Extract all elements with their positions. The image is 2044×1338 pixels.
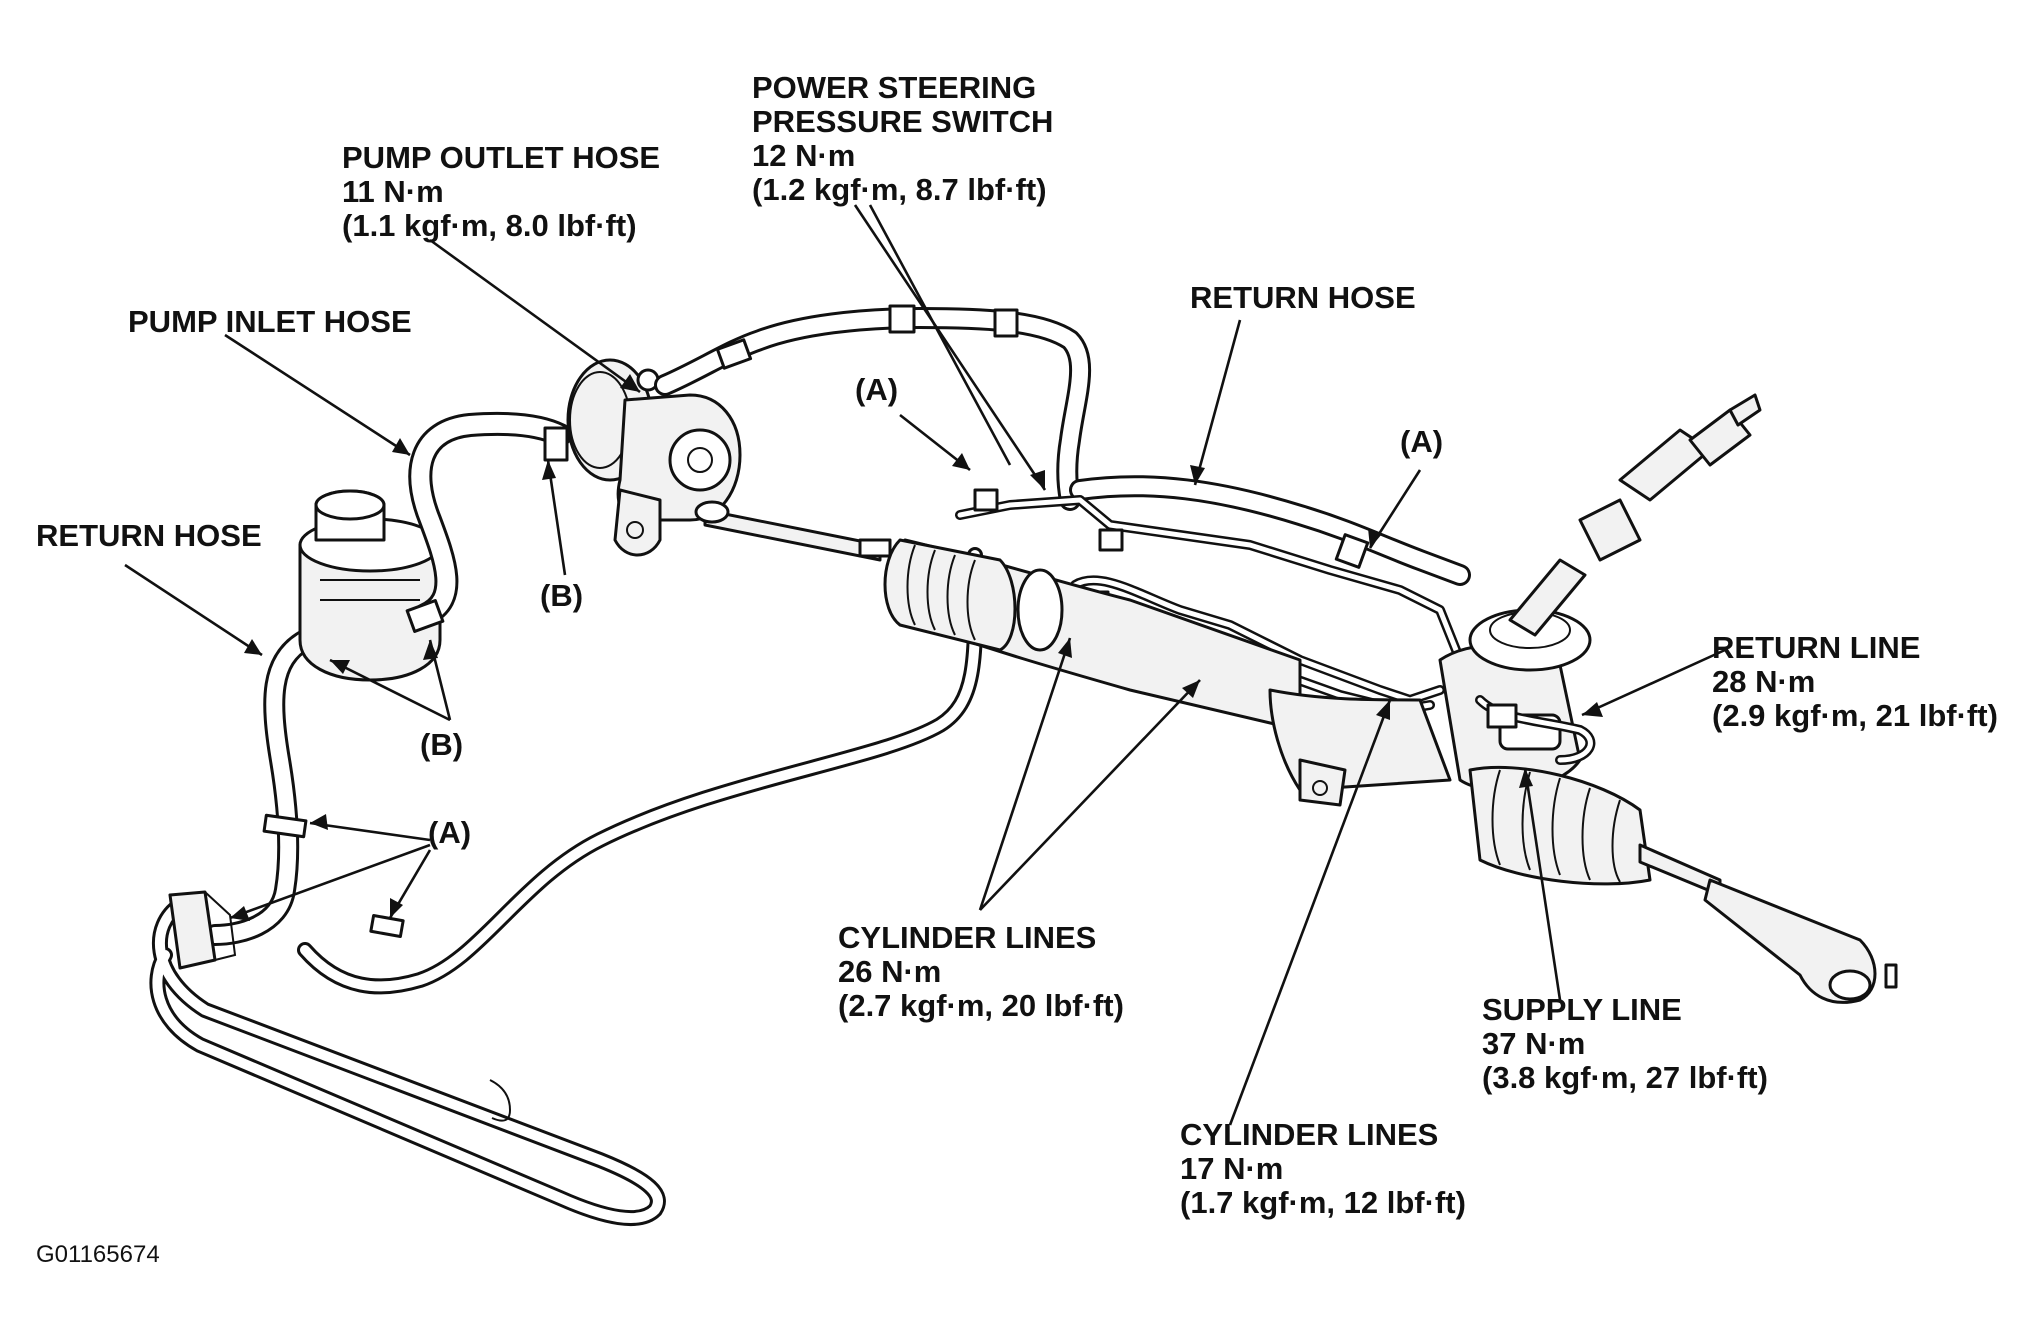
label-cylinder-lines-17: CYLINDER LINES 17 N·m (1.7 kgf·m, 12 lbf… [1180, 1117, 1466, 1220]
return-line-title: RETURN LINE [1712, 630, 1920, 665]
return-line-torque: 28 N·m [1712, 664, 1815, 699]
cylinder-lines-17-torque: 17 N·m [1180, 1151, 1283, 1186]
label-pump-inlet-hose: PUMP INLET HOSE [128, 304, 412, 339]
label-return-line: RETURN LINE 28 N·m (2.9 kgf·m, 21 lbf·ft… [1712, 630, 1998, 733]
ps-switch-title-2: PRESSURE SWITCH [752, 104, 1053, 139]
pump-outlet-hose-detail: (1.1 kgf·m, 8.0 lbf·ft) [342, 208, 637, 243]
label-pump-outlet-hose: PUMP OUTLET HOSE 11 N·m (1.1 kgf·m, 8.0 … [342, 140, 660, 243]
cylinder-lines-26-torque: 26 N·m [838, 954, 941, 989]
cylinder-lines-17-detail: (1.7 kgf·m, 12 lbf·ft) [1180, 1185, 1466, 1220]
steering-rack [883, 538, 1452, 807]
figure-code: G01165674 [36, 1241, 160, 1268]
callout-b-pump: (B) [540, 578, 583, 613]
return-hose-left-body [204, 629, 405, 946]
leader-lines [124, 204, 1726, 1126]
return-line-detail: (2.9 kgf·m, 21 lbf·ft) [1712, 698, 1998, 733]
label-power-steering-switch: POWER STEERING PRESSURE SWITCH 12 N·m (1… [752, 70, 1053, 207]
return-supply-line-fittings [1475, 695, 1596, 765]
label-cylinder-lines-26: CYLINDER LINES 26 N·m (2.7 kgf·m, 20 lbf… [838, 920, 1124, 1023]
callout-a-left: (A) [428, 815, 471, 850]
supply-line-detail: (3.8 kgf·m, 27 lbf·ft) [1482, 1060, 1768, 1095]
cylinder-lines-26-title: CYLINDER LINES [838, 920, 1096, 955]
cylinder-lines-17-title: CYLINDER LINES [1180, 1117, 1438, 1152]
pump-outlet-hose-torque: 11 N·m [342, 174, 444, 209]
cylinder-lines-26-detail: (2.7 kgf·m, 20 lbf·ft) [838, 988, 1124, 1023]
supply-line-torque: 37 N·m [1482, 1026, 1585, 1061]
supply-line-title: SUPPLY LINE [1482, 992, 1682, 1027]
rack-boot-right [1468, 765, 1898, 1004]
ps-switch-torque: 12 N·m [752, 138, 855, 173]
steering-column [1508, 393, 1762, 637]
pump-inlet-hose-body [405, 411, 572, 633]
power-steering-pump [566, 358, 742, 557]
label-return-hose-left: RETURN HOSE [36, 518, 262, 553]
callout-a-right: (A) [1400, 424, 1443, 459]
label-supply-line: SUPPLY LINE 37 N·m (3.8 kgf·m, 27 lbf·ft… [1482, 992, 1768, 1095]
callout-b-reservoir: (B) [420, 727, 463, 762]
pipe-bracket [168, 890, 237, 970]
pump-outlet-hose-title: PUMP OUTLET HOSE [342, 140, 660, 175]
callout-a-top: (A) [855, 372, 898, 407]
ps-switch-detail: (1.2 kgf·m, 8.7 lbf·ft) [752, 172, 1047, 207]
ps-switch-title-1: POWER STEERING [752, 70, 1036, 105]
pump-outlet-hose-body [654, 304, 1092, 511]
return-pipe-loop [149, 547, 984, 1227]
tie-rod-left [694, 500, 892, 562]
reservoir [298, 489, 442, 682]
return-hose-top-body [1069, 475, 1471, 586]
label-return-hose-top: RETURN HOSE [1190, 280, 1416, 315]
